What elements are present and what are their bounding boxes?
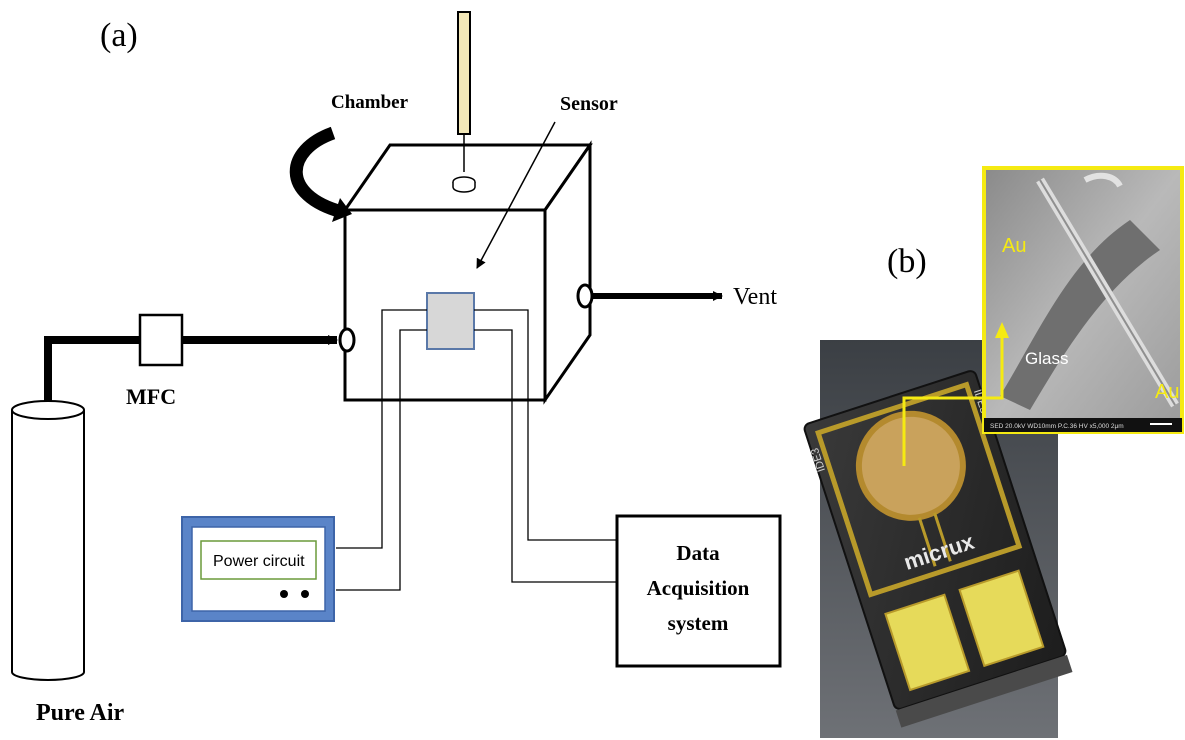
power-knob-2 <box>301 590 309 598</box>
sem-glass-label: Glass <box>1025 349 1068 368</box>
sem-au-bottom-label: Au <box>1155 381 1179 403</box>
chamber-inlet-port <box>338 327 356 353</box>
daq-label-line3: system <box>668 611 729 635</box>
chamber-outlet-port <box>576 283 594 309</box>
power-circuit-box <box>181 516 335 622</box>
mfc-label: MFC <box>126 384 176 409</box>
daq-label-line2: Acquisition <box>647 576 750 600</box>
chamber-arrow <box>289 126 344 219</box>
panel-a-label: (a) <box>100 17 138 54</box>
daq-box <box>615 514 782 668</box>
sensor-label: Sensor <box>560 93 618 115</box>
sem-inset: SED 20.0kV WD10mm P.C.36 HV x5,000 2μm <box>982 166 1184 434</box>
power-circuit-label: Power circuit <box>213 553 305 570</box>
gas-inlet-pipe <box>44 335 338 402</box>
sem-footer: SED 20.0kV WD10mm P.C.36 HV x5,000 2μm <box>990 423 1124 430</box>
sensor-element <box>426 292 475 350</box>
zoom-connector-arrow <box>902 334 1004 466</box>
zoom-connector-arrow-head <box>995 322 1009 338</box>
chamber-label: Chamber <box>331 92 409 113</box>
power-knob-1 <box>280 590 288 598</box>
mfc-box <box>138 313 184 367</box>
injection-needle <box>452 11 476 193</box>
chip-photo: micrux IDE3 IDE3 <box>803 340 1073 738</box>
sensor-pointer <box>476 121 556 269</box>
sensor-wiring <box>336 309 617 591</box>
panel-b-label: (b) <box>887 243 927 280</box>
chamber-arrow-head <box>332 198 352 222</box>
pure-air-label: Pure Air <box>36 700 125 726</box>
vent-label: Vent <box>733 284 777 310</box>
daq-label-line1: Data <box>676 541 720 565</box>
sem-au-top-label: Au <box>1002 235 1026 257</box>
pure-air-cylinder <box>11 400 85 681</box>
